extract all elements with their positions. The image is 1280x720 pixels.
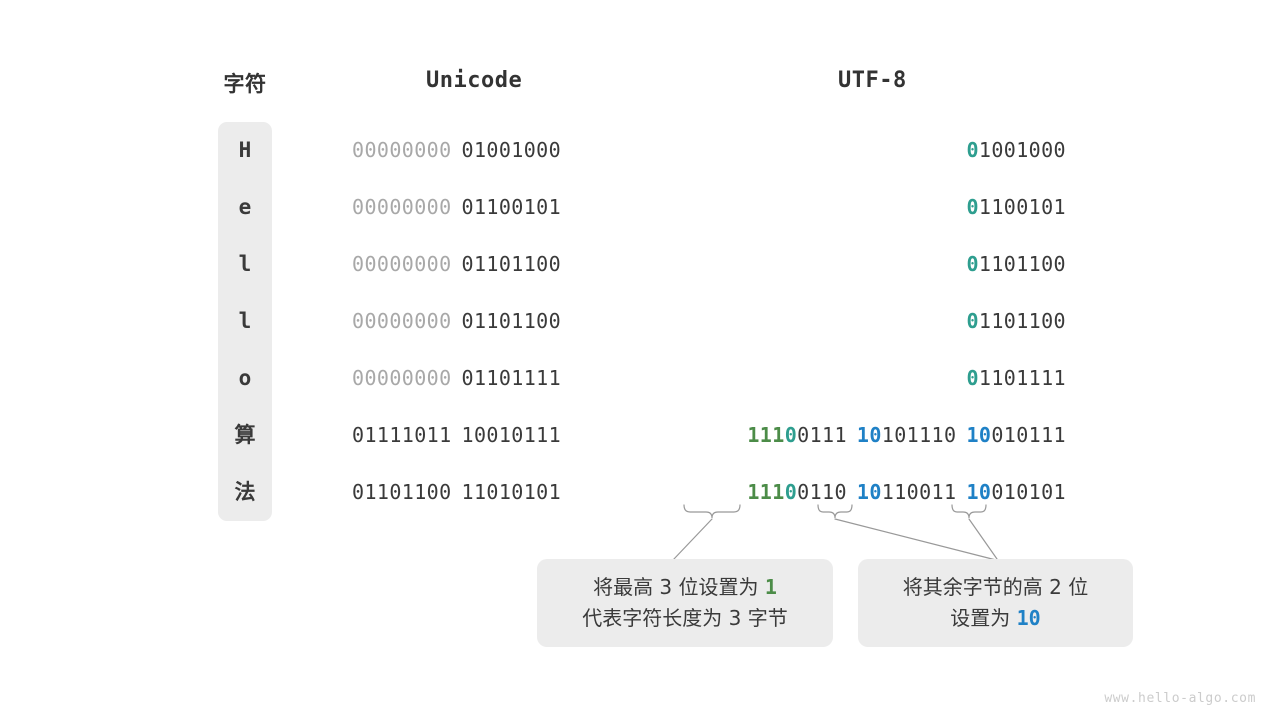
utf8-byte: 10101110 [857,423,957,447]
column-header-utf8: UTF-8 [838,68,907,93]
utf8-prefix-bits: 0 [966,309,979,333]
note-2-line-1-text: 将其余字节的高 2 位 [902,575,1089,599]
utf8-value: 01101111 [650,350,1066,407]
unicode-high-byte: 00000000 [352,309,452,333]
utf8-prefix-bits: 0 [966,138,979,162]
utf8-byte: 01101111 [966,366,1066,390]
utf8-payload-bits: 1101100 [978,252,1066,276]
utf8-payload-bits: 1001000 [978,138,1066,162]
unicode-low-byte: 01101100 [461,252,562,276]
connector-line-2 [834,518,997,561]
utf8-payload-bits: 1100101 [978,195,1066,219]
utf8-prefix-bits: 10 [856,423,882,447]
utf8-payload-bits: 101110 [881,423,957,447]
note-box-continuation-bytes: 将其余字节的高 2 位 设置为 10 [858,559,1133,647]
note-1-line-1: 将最高 3 位设置为 1 [593,572,777,603]
unicode-low-byte: 01101100 [461,309,562,333]
unicode-high-byte: 00000000 [352,195,452,219]
utf8-prefix-bits: 10 [966,480,992,504]
unicode-value: 00000000 01100101 [352,179,652,236]
watermark: www.hello-algo.com [1104,691,1256,706]
note-1-line-1-text: 将最高 3 位设置为 [593,575,765,599]
unicode-high-byte: 01101100 [352,480,452,504]
utf8-payload-bits: 010101 [991,480,1066,504]
connector-line-1 [672,518,713,561]
column-header-character: 字符 [223,72,267,96]
utf8-payload-bits: 110011 [881,480,957,504]
unicode-value: 01101100 11010101 [352,464,652,521]
character-cell: l [238,252,252,276]
utf8-payload-bits: 0110 [797,480,847,504]
utf8-prefix-terminator-bit: 0 [784,423,798,447]
unicode-low-byte: 01001000 [461,138,562,162]
column-header-unicode: Unicode [426,68,523,93]
note-2-line-2-text: 设置为 [950,606,1017,630]
utf8-byte: 10010111 [966,423,1066,447]
utf8-payload-bits: 1101111 [978,366,1066,390]
note-1-line-2-text: 代表字符长度为 3 字节 [582,606,788,630]
utf8-prefix-bits: 0 [966,252,979,276]
utf8-byte: 01101100 [966,252,1066,276]
utf8-prefix-terminator-bit: 0 [784,480,798,504]
unicode-value: 00000000 01101111 [352,350,652,407]
character-cell: 算 [234,423,256,447]
utf8-value: 01101100 [650,293,1066,350]
character-cell: e [238,195,252,219]
unicode-value: 00000000 01101100 [352,236,652,293]
utf8-prefix-bits: 10 [856,480,882,504]
utf8-payload-bits: 0111 [797,423,847,447]
character-cell: H [238,138,252,162]
unicode-value: 00000000 01001000 [352,122,652,179]
character-cell: l [238,309,252,333]
unicode-high-byte: 00000000 [352,138,452,162]
note-2-highlight-1: 10 [1016,606,1041,630]
utf8-byte: 11100111 [747,423,847,447]
utf8-prefix-bits: 0 [966,366,979,390]
utf8-value: 01101100 [650,236,1066,293]
utf8-payload-bits: 1101100 [978,309,1066,333]
utf8-prefix-bits: 0 [966,195,979,219]
unicode-value: 01111011 10010111 [352,407,652,464]
note-box-first-byte: 将最高 3 位设置为 1 代表字符长度为 3 字节 [537,559,833,647]
utf8-byte: 01100101 [966,195,1066,219]
utf8-byte: 10110011 [857,480,957,504]
utf8-byte: 01101100 [966,309,1066,333]
utf8-prefix-bits: 10 [966,423,992,447]
unicode-low-byte: 11010101 [461,480,562,504]
utf8-prefix-bits: 111 [747,423,785,447]
utf8-byte: 01001000 [966,138,1066,162]
note-2-line-2: 设置为 10 [950,603,1040,634]
unicode-high-byte: 00000000 [352,252,452,276]
utf8-value: 01001000 [650,122,1066,179]
utf8-payload-bits: 010111 [991,423,1066,447]
unicode-low-byte: 10010111 [461,423,562,447]
utf8-prefix-bits: 111 [747,480,785,504]
character-cell: o [238,366,252,390]
utf8-byte: 11100110 [747,480,847,504]
character-cell: 法 [234,480,256,504]
note-1-line-2: 代表字符长度为 3 字节 [582,603,787,634]
note-2-line-1: 将其余字节的高 2 位 [903,572,1088,603]
unicode-high-byte: 00000000 [352,366,452,390]
unicode-low-byte: 01101111 [461,366,562,390]
unicode-value: 00000000 01101100 [352,293,652,350]
note-1-highlight-1: 1 [764,575,777,599]
unicode-low-byte: 01100101 [461,195,562,219]
utf8-value: 01100101 [650,179,1066,236]
connector-line-3 [968,518,998,560]
unicode-high-byte: 01111011 [352,423,452,447]
utf8-byte: 10010101 [966,480,1066,504]
